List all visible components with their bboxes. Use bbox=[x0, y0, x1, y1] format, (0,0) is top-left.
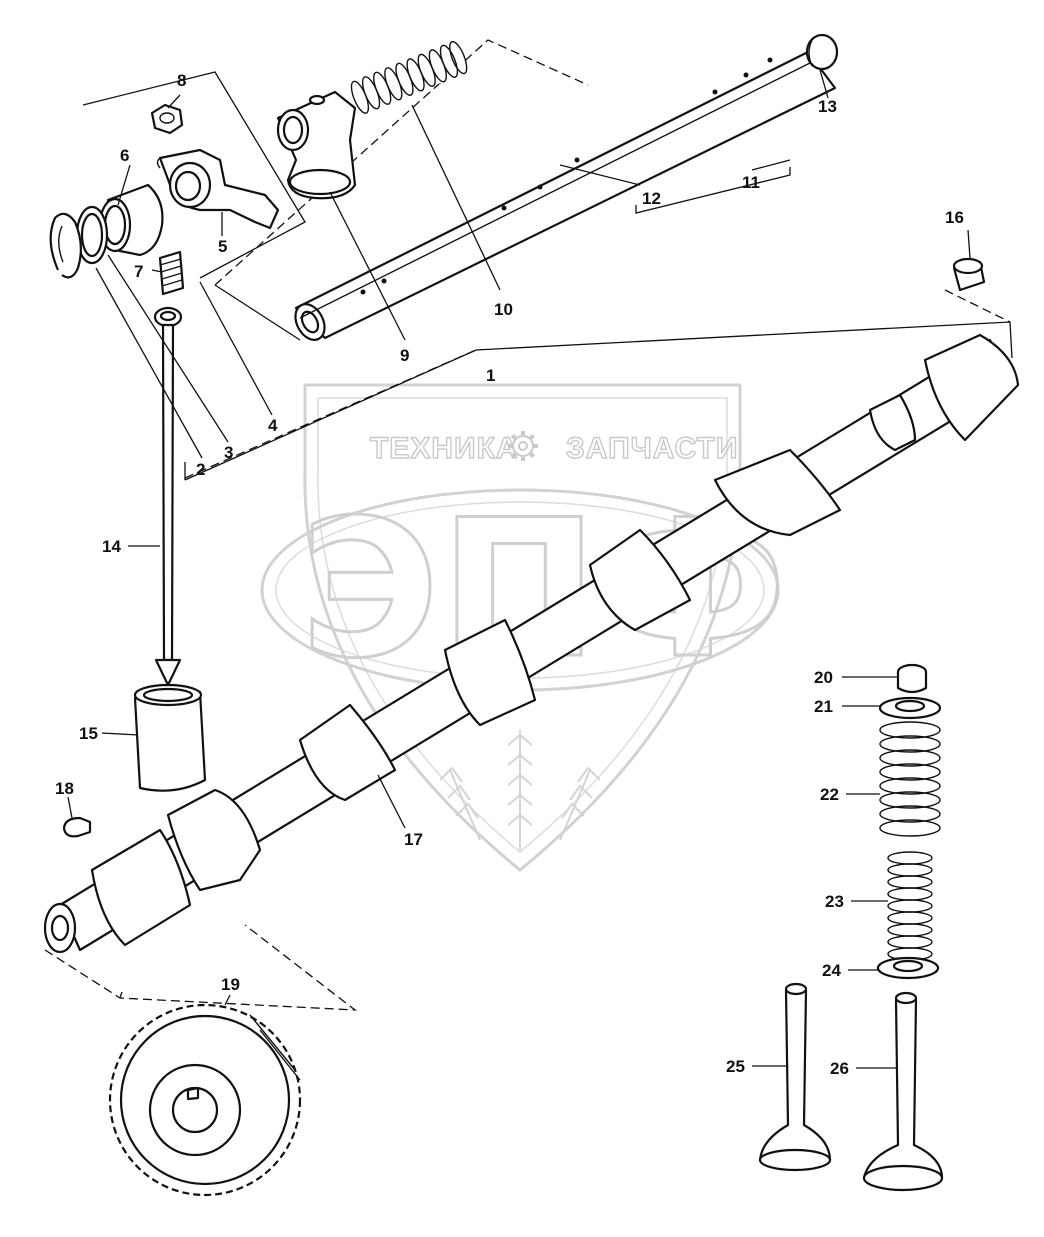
leader-lines bbox=[67, 69, 971, 1069]
spring-retainer bbox=[878, 696, 942, 720]
gear-icon bbox=[508, 431, 538, 461]
group-frame-gear bbox=[44, 924, 358, 1011]
callout-11: 11 bbox=[742, 173, 760, 192]
callout-17: 17 bbox=[404, 830, 423, 849]
callouts: 1 2 3 4 5 6 7 8 9 10 11 12 13 14 15 16 1… bbox=[55, 71, 964, 1078]
callout-19: 19 bbox=[221, 975, 240, 994]
callout-2: 2 bbox=[196, 460, 205, 479]
callout-22: 22 bbox=[820, 785, 839, 804]
callout-4: 4 bbox=[268, 416, 278, 435]
camshaft bbox=[43, 333, 1020, 954]
rocker-bush bbox=[98, 183, 164, 257]
callout-23: 23 bbox=[825, 892, 844, 911]
callout-3: 3 bbox=[224, 443, 233, 462]
callout-7: 7 bbox=[134, 262, 143, 281]
outer-valve-spring bbox=[879, 721, 941, 842]
valve-cotter bbox=[896, 663, 928, 694]
circlip bbox=[49, 212, 82, 279]
callout-6: 6 bbox=[120, 146, 129, 165]
callout-5: 5 bbox=[218, 237, 227, 256]
watermark-text-left: ТЕХНИКА bbox=[370, 432, 519, 465]
spring-seat-washer bbox=[876, 956, 940, 980]
shaft-plug bbox=[805, 33, 839, 71]
callout-24: 24 bbox=[822, 961, 841, 980]
rocker-spring bbox=[348, 40, 468, 116]
callout-14: 14 bbox=[102, 537, 121, 556]
cap bbox=[952, 257, 986, 292]
callout-8: 8 bbox=[177, 71, 186, 90]
callout-20: 20 bbox=[814, 668, 833, 687]
thrust-washer bbox=[75, 205, 109, 265]
watermark-text-right: ЗАПЧАСТИ bbox=[566, 432, 738, 465]
tappet bbox=[133, 683, 207, 792]
callout-10: 10 bbox=[494, 300, 513, 319]
callout-25: 25 bbox=[726, 1057, 745, 1076]
callout-16: 16 bbox=[945, 208, 964, 227]
callout-18: 18 bbox=[55, 779, 74, 798]
callout-15: 15 bbox=[79, 724, 98, 743]
group-frame-rocker-assembly bbox=[82, 39, 1013, 481]
rocker-shaft bbox=[294, 50, 837, 341]
callout-13: 13 bbox=[818, 97, 837, 116]
adjuster-screw bbox=[158, 250, 185, 296]
timing-gear bbox=[108, 1003, 302, 1197]
exhaust-valve bbox=[862, 991, 944, 1192]
rocker-support bbox=[276, 90, 357, 200]
callout-1: 1 bbox=[486, 366, 495, 385]
callout-21: 21 bbox=[814, 697, 833, 716]
adjuster-nut bbox=[150, 103, 184, 135]
push-rod bbox=[153, 306, 183, 687]
callout-9: 9 bbox=[400, 346, 409, 365]
wheat-icon bbox=[439, 730, 601, 850]
inner-valve-spring bbox=[887, 851, 933, 962]
callout-26: 26 bbox=[830, 1059, 849, 1078]
callout-12: 12 bbox=[642, 189, 661, 208]
rocker-arm bbox=[156, 148, 280, 230]
intake-valve bbox=[758, 982, 832, 1172]
woodruff-key bbox=[62, 816, 92, 838]
